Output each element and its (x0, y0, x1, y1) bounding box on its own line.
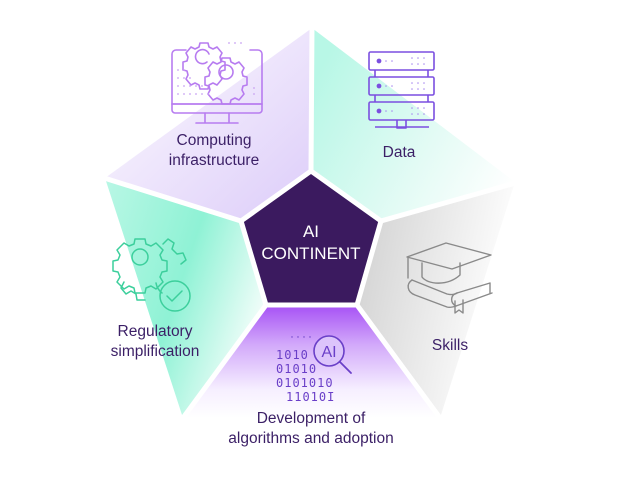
graduation-cap-book-icon (406, 242, 493, 314)
center-title-line2: CONTINENT (261, 244, 360, 263)
label-computing-line2: infrastructure (169, 152, 259, 169)
label-regulatory-line2: simplification (111, 343, 200, 360)
segment-skills (357, 182, 515, 418)
binary-row-1: 1010 (276, 348, 309, 362)
label-skills: Skills (432, 337, 468, 354)
server-stack-icon (368, 51, 435, 129)
binary-row-4: 11010I (286, 390, 335, 404)
label-data: Data (383, 144, 416, 161)
center-title-line1: AI (303, 222, 319, 241)
label-development-line2: algorithms and adoption (228, 430, 393, 447)
ai-lens-text: AI (321, 344, 336, 361)
computer-dots-decoration (177, 42, 255, 95)
computer-gears-icon (171, 42, 263, 124)
segment-separators (98, 21, 522, 425)
binary-ai-magnifier-icon: 1010 01010 0101010 11010I AI (276, 335, 352, 404)
label-development-line1: Development of (257, 410, 366, 427)
binary-row-3: 0101010 (276, 376, 334, 390)
segment-data (311, 28, 515, 221)
gears-check-icon (112, 238, 191, 312)
center-pentagon (238, 168, 384, 308)
label-computing-line1: Computing (177, 132, 252, 149)
label-regulatory-line1: Regulatory (118, 323, 193, 340)
segment-computing-infrastructure (105, 28, 312, 221)
binary-row-2: 01010 (276, 362, 317, 376)
server-dots-decoration (385, 57, 425, 115)
